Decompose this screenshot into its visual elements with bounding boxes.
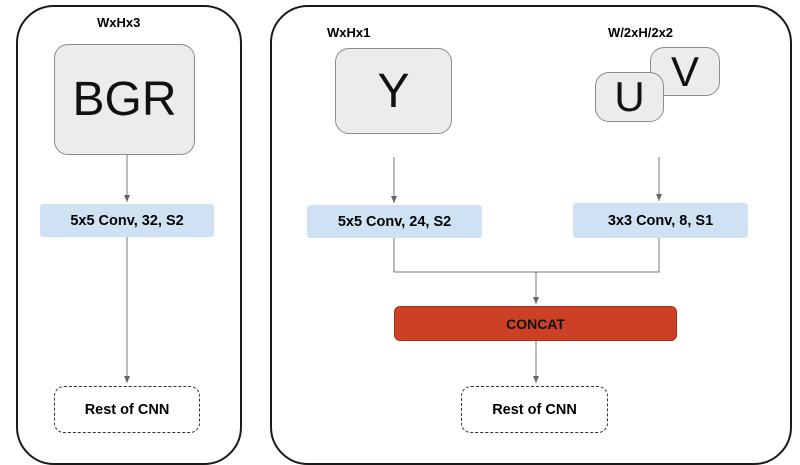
uv-conv-label: 3x3 Conv, 8, S1 (607, 212, 714, 229)
u-input-block: U (595, 72, 664, 122)
y-input-block: Y (335, 48, 452, 134)
connector-lines (124, 155, 662, 383)
v-input-label: V (670, 48, 699, 95)
bgr-input-label: BGR (72, 73, 177, 126)
y-conv-block: 5x5 Conv, 24, S2 (307, 205, 482, 238)
yuv-rest-of-cnn-label: Rest of CNN (492, 401, 577, 418)
bgr-conv-label: 5x5 Conv, 32, S2 (70, 212, 184, 229)
bgr-dimension-label: WxHx3 (97, 15, 141, 30)
bgr-rest-of-cnn-label: Rest of CNN (84, 401, 170, 418)
merge-line (393, 238, 660, 273)
y-input-label: Y (377, 64, 410, 118)
concat-label: CONCAT (506, 315, 565, 332)
u-input-label: U (614, 73, 645, 120)
bgr-conv-block: 5x5 Conv, 32, S2 (40, 204, 214, 237)
concat-block: CONCAT (394, 306, 677, 341)
y-dimension-label: WxHx1 (327, 25, 371, 40)
y-conv-label: 5x5 Conv, 24, S2 (337, 213, 452, 230)
bgr-input-block: BGR (54, 44, 195, 155)
bgr-rest-of-cnn-block: Rest of CNN (54, 386, 200, 433)
yuv-rest-of-cnn-block: Rest of CNN (461, 386, 608, 433)
uv-dimension-label: W/2xH/2x2 (608, 25, 674, 40)
uv-conv-block: 3x3 Conv, 8, S1 (573, 203, 748, 238)
